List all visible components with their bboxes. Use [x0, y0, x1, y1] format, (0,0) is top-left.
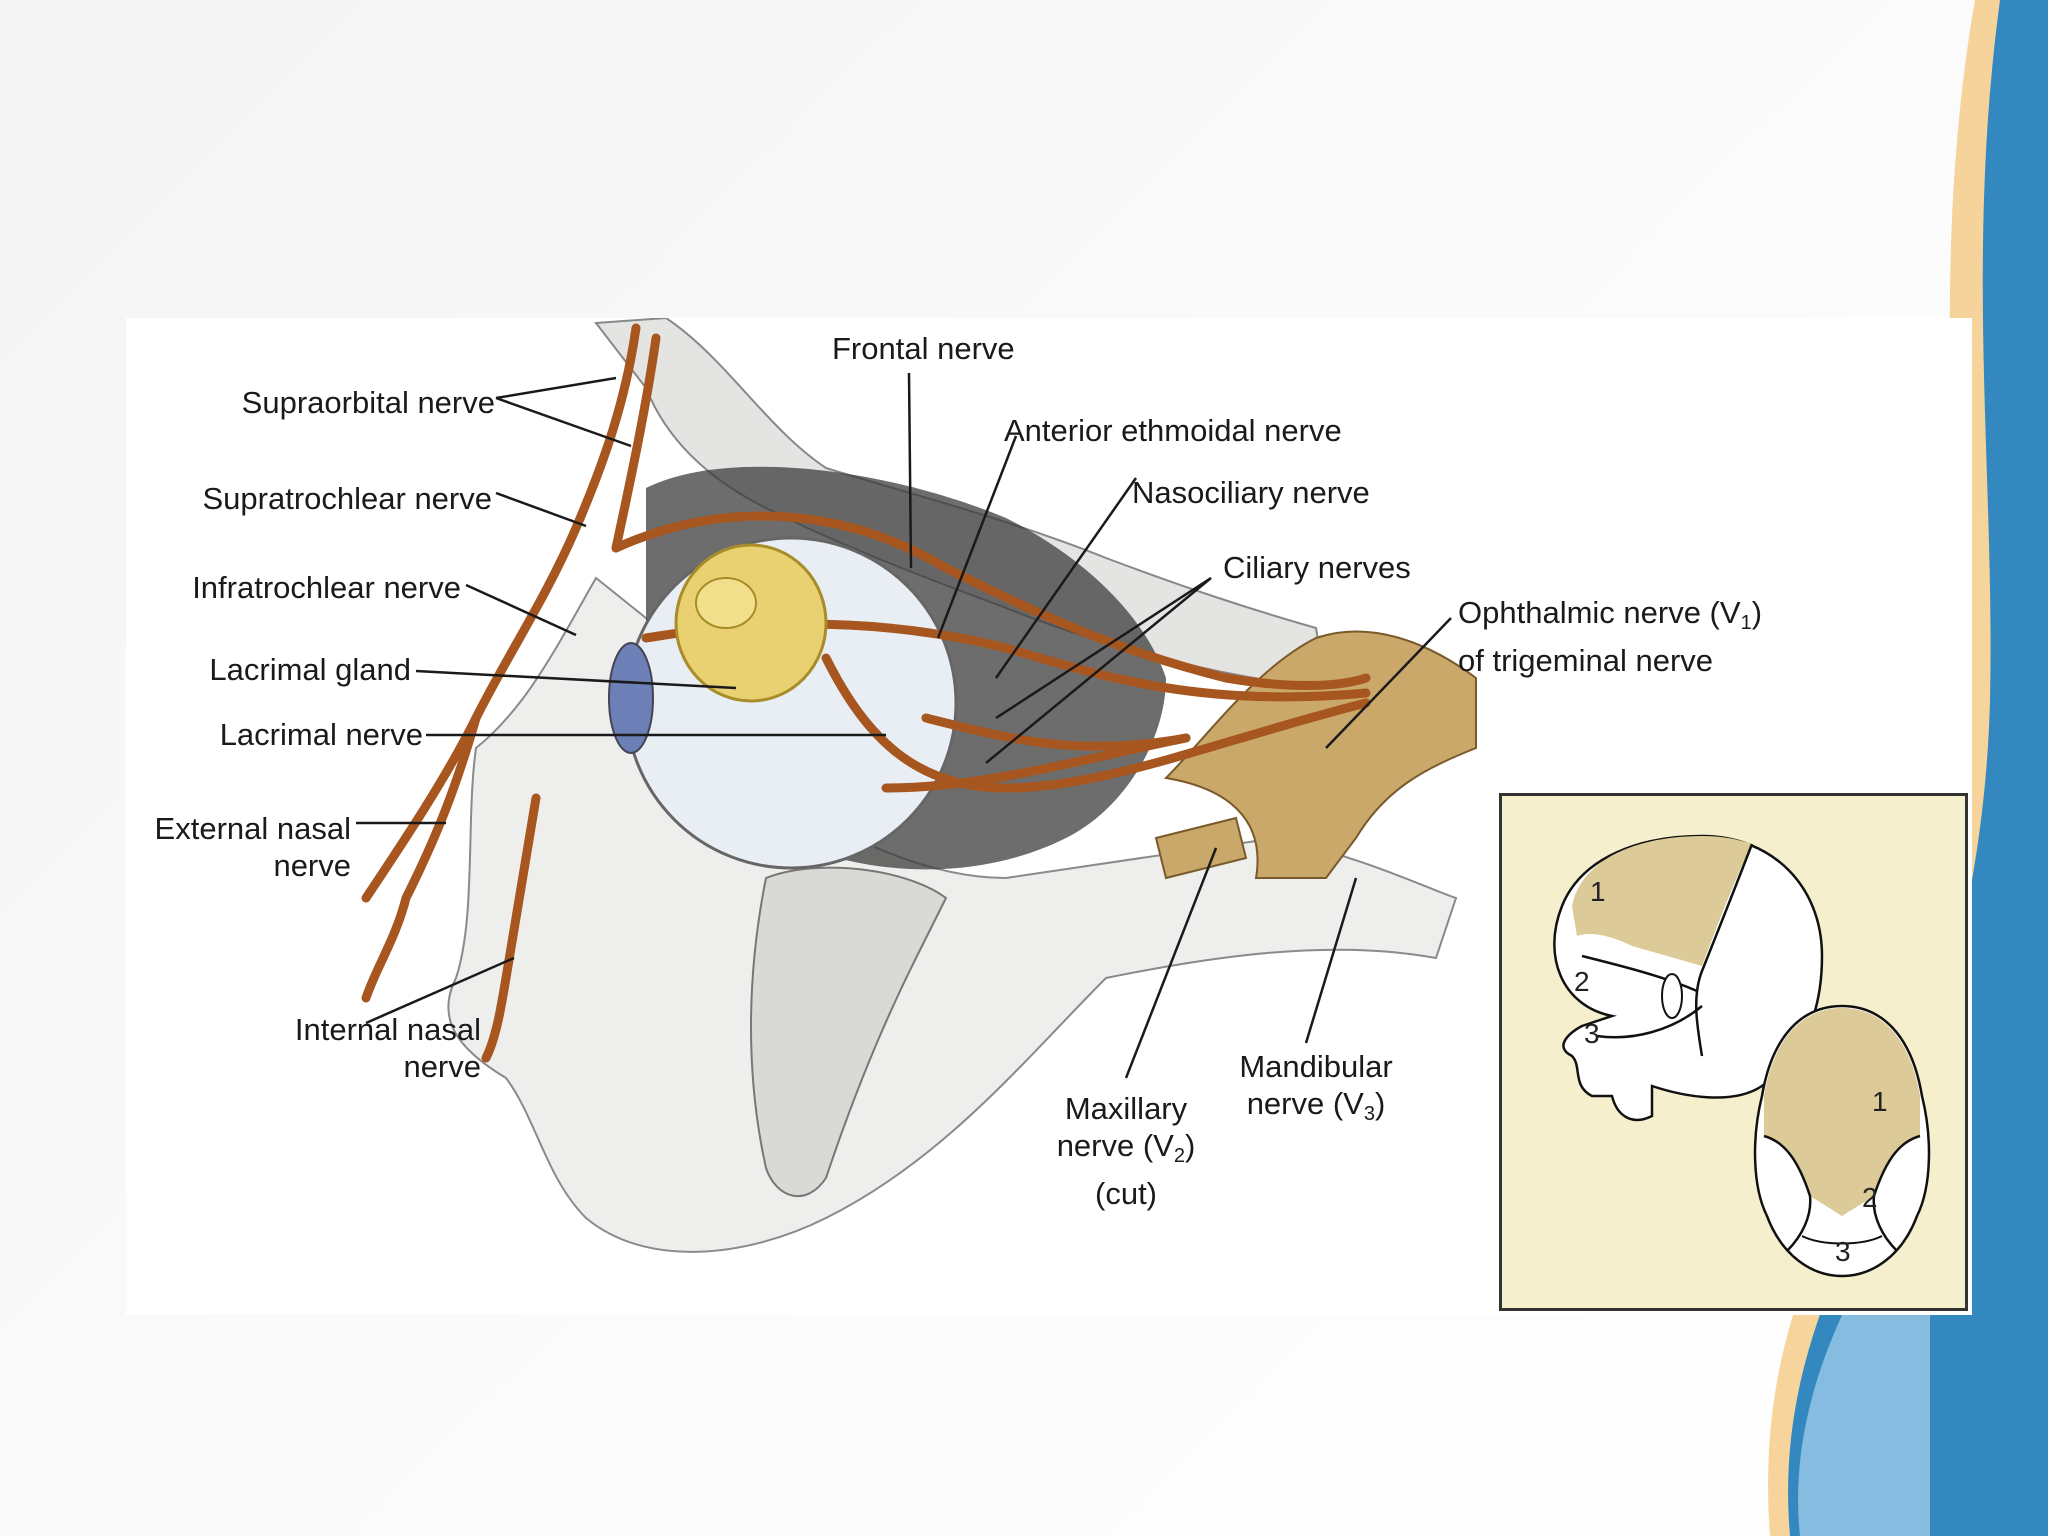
side-ear — [1661, 973, 1683, 1019]
leader-infratrochlear — [465, 583, 577, 637]
leader-anterior-ethmoidal — [936, 435, 1018, 639]
side-divider-2 — [1581, 954, 1698, 993]
leader-maxillary — [1124, 847, 1218, 1079]
cheek-bone — [750, 866, 948, 1198]
label-anterior-ethmoidal-nerve: Anterior ethmoidal nerve — [1004, 413, 1342, 448]
internal-nasal-path — [481, 793, 541, 1063]
label-internal-nasal-line1: Internal nasal — [294, 1012, 481, 1047]
lacrimal-path — [821, 653, 1371, 793]
label-nasociliary-nerve: Nasociliary nerve — [1132, 475, 1370, 510]
external-nasal-path — [361, 713, 481, 1003]
label-ophthalmic-line1: Ophthalmic nerve (V1) — [1458, 595, 1763, 634]
label-ophthalmic-line2: of trigeminal nerve — [1458, 643, 1714, 678]
leader-frontal — [907, 372, 913, 569]
label-internal-nasal-nerve: Internal nasal nerve — [295, 1011, 481, 1085]
leader-ciliary-a — [995, 576, 1212, 720]
label-external-nasal-line1: External nasal — [154, 811, 351, 846]
label-maxillary-line1: Maxillary — [1064, 1091, 1188, 1126]
label-lacrimal-nerve: Lacrimal nerve — [219, 717, 423, 752]
inset-front-2: 2 — [1862, 1182, 1878, 1213]
front-chin-line — [1801, 1235, 1883, 1245]
supraorbital-branch-a — [361, 323, 641, 903]
inset-side-3: 3 — [1584, 1018, 1600, 1049]
leader-ophthalmic — [1325, 617, 1452, 749]
side-region-1 — [1572, 836, 1752, 966]
supraorbital-branch-b — [611, 333, 661, 553]
side-divider-3 — [1596, 1005, 1703, 1039]
label-mandibular-line2: nerve (V3) — [1246, 1086, 1386, 1125]
leader-supraorbital-a — [495, 376, 617, 400]
leader-ciliary-b — [985, 577, 1212, 764]
label-mandibular-nerve: Mandibular nerve (V3) — [1216, 1048, 1416, 1133]
inset-side-2: 2 — [1574, 966, 1590, 997]
label-supratrochlear-nerve: Supratrochlear nerve — [202, 481, 493, 516]
label-ciliary-nerves: Ciliary nerves — [1223, 550, 1411, 585]
label-mandibular-line1: Mandibular — [1239, 1049, 1393, 1084]
leader-supratrochlear — [495, 491, 587, 528]
inset-front-1: 1 — [1872, 1086, 1888, 1117]
label-infratrochlear-nerve: Infratrochlear nerve — [192, 570, 461, 605]
front-divider-right — [1872, 1134, 1921, 1252]
inset-side-1: 1 — [1590, 876, 1606, 907]
leader-lacrimal-gland — [415, 669, 737, 690]
label-supraorbital-nerve: Supraorbital nerve — [241, 385, 495, 420]
inset-front-3: 3 — [1835, 1236, 1851, 1267]
trigeminal-ganglion — [1163, 630, 1477, 879]
leader-supraorbital-b — [495, 396, 632, 448]
lacrimal-gland-shape — [674, 543, 828, 703]
front-divider-left — [1763, 1134, 1812, 1252]
label-external-nasal-nerve: External nasal nerve — [155, 810, 351, 884]
label-maxillary-nerve: Maxillary nerve (V2) (cut) — [1026, 1090, 1226, 1212]
leader-lines — [356, 372, 1452, 1079]
side-divider-1 — [1694, 843, 1754, 1057]
lacrimal-gland-lobe — [695, 577, 757, 629]
label-external-nasal-line2: nerve — [273, 848, 351, 883]
label-ophthalmic-nerve: Ophthalmic nerve (V1) of trigeminal nerv… — [1458, 594, 1762, 679]
slide-blue-wave — [1788, 0, 2048, 1536]
frontal-nerve-path — [611, 511, 1371, 690]
leader-mandibular — [1304, 877, 1358, 1044]
front-region-1 — [1764, 1008, 1920, 1216]
ciliary-path-b — [881, 733, 1191, 793]
maxillary-stump — [1154, 816, 1248, 880]
label-frontal-nerve: Frontal nerve — [832, 331, 1015, 366]
leader-internal-nasal — [365, 956, 515, 1025]
dermatome-inset: 1 2 3 1 2 3 — [1499, 793, 1968, 1311]
leader-nasociliary — [994, 477, 1138, 679]
label-maxillary-line2: nerve (V2) — [1056, 1128, 1196, 1167]
dermatome-heads — [1553, 834, 1931, 1278]
orbit-illustration — [356, 318, 1477, 1253]
label-lacrimal-gland: Lacrimal gland — [209, 652, 411, 687]
label-internal-nasal-line2: nerve — [403, 1049, 481, 1084]
label-maxillary-line3: (cut) — [1095, 1176, 1157, 1211]
cornea — [608, 642, 654, 754]
